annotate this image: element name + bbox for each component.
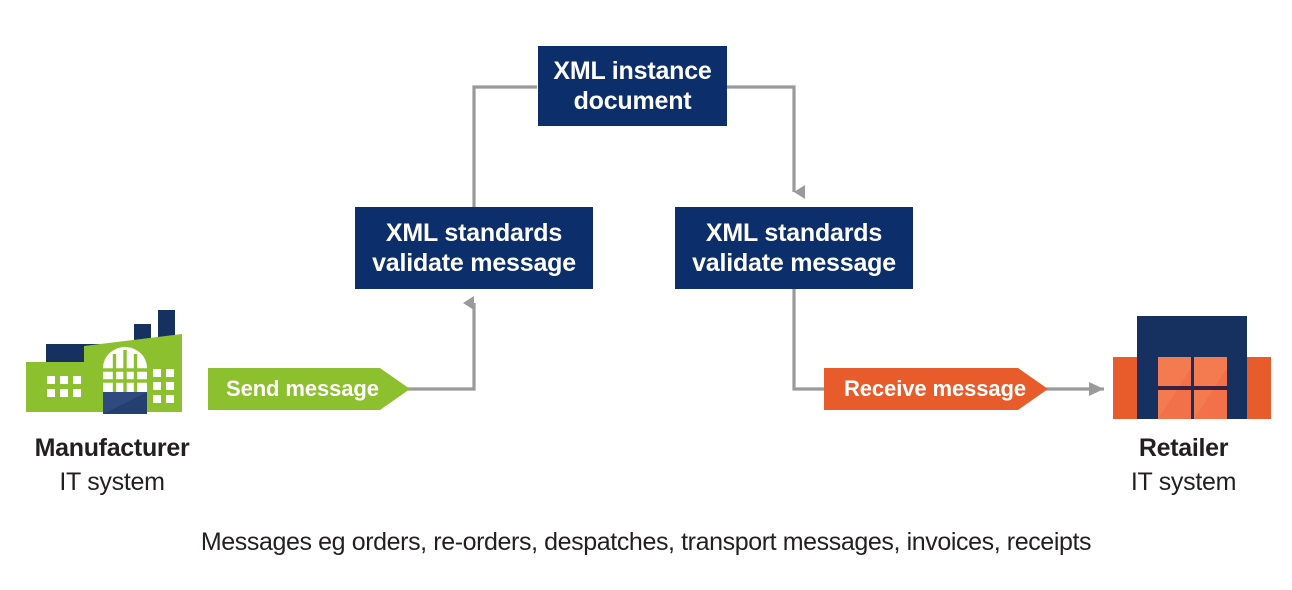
node-validate-right-line1: XML standards bbox=[705, 218, 883, 247]
banner-send-message[interactable]: Send message bbox=[208, 368, 410, 410]
label-manufacturer-name: Manufacturer bbox=[34, 434, 190, 462]
wire-send-to-left-validate bbox=[408, 296, 476, 391]
node-validate-left[interactable]: XML standards validate message bbox=[355, 207, 593, 289]
label-retailer-name: Retailer bbox=[1138, 434, 1229, 462]
node-validate-left-line1: XML standards bbox=[385, 218, 563, 247]
wire-doc-to-right-validate bbox=[727, 85, 805, 199]
node-validate-left-line2: validate message bbox=[372, 249, 576, 277]
label-retailer-subtitle: IT system bbox=[1130, 467, 1237, 496]
node-validate-right-text: XML standards validate message bbox=[692, 218, 896, 279]
label-manufacturer: Manufacturer IT system bbox=[0, 434, 224, 497]
node-validate-right[interactable]: XML standards validate message bbox=[675, 207, 913, 289]
banner-receive-message[interactable]: Receive message bbox=[824, 368, 1048, 410]
node-validate-left-text: XML standards validate message bbox=[372, 218, 576, 279]
node-xml-instance-document[interactable]: XML instance document bbox=[538, 46, 727, 126]
wire-doc-to-left-validate bbox=[472, 85, 537, 207]
label-manufacturer-subtitle: IT system bbox=[59, 467, 165, 496]
storefront-icon-svg bbox=[1113, 316, 1271, 419]
node-xml-instance-document-line2: document bbox=[573, 87, 692, 115]
node-xml-instance-document-line1: XML instance bbox=[553, 56, 712, 85]
factory-icon bbox=[22, 306, 194, 418]
storefront-icon bbox=[1113, 316, 1271, 419]
diagram-caption: Messages eg orders, re-orders, despatche… bbox=[200, 528, 1092, 556]
node-xml-instance-document-text: XML instance document bbox=[553, 56, 711, 117]
label-retailer: Retailer IT system bbox=[1075, 434, 1292, 497]
banner-send-message-label: Send message bbox=[226, 376, 379, 401]
node-validate-right-line2: validate message bbox=[692, 249, 896, 277]
banner-receive-message-label: Receive message bbox=[844, 376, 1026, 401]
factory-icon-svg bbox=[26, 310, 182, 414]
